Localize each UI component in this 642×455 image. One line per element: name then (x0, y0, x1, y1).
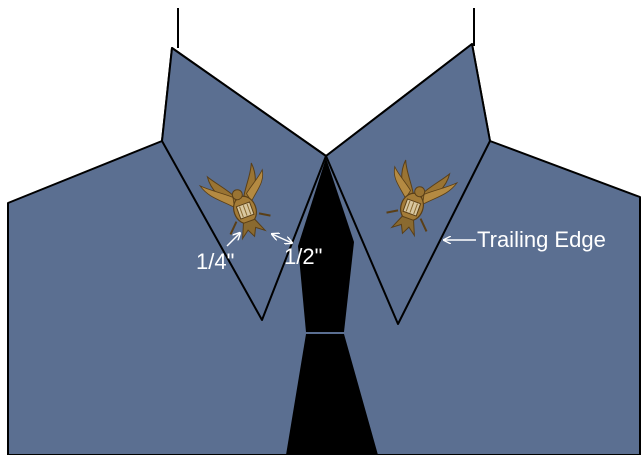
quarter-inch-label: 1/4" (196, 249, 234, 274)
trailing-edge-label: Trailing Edge (477, 227, 606, 252)
half-inch-label: 1/2" (284, 244, 322, 269)
